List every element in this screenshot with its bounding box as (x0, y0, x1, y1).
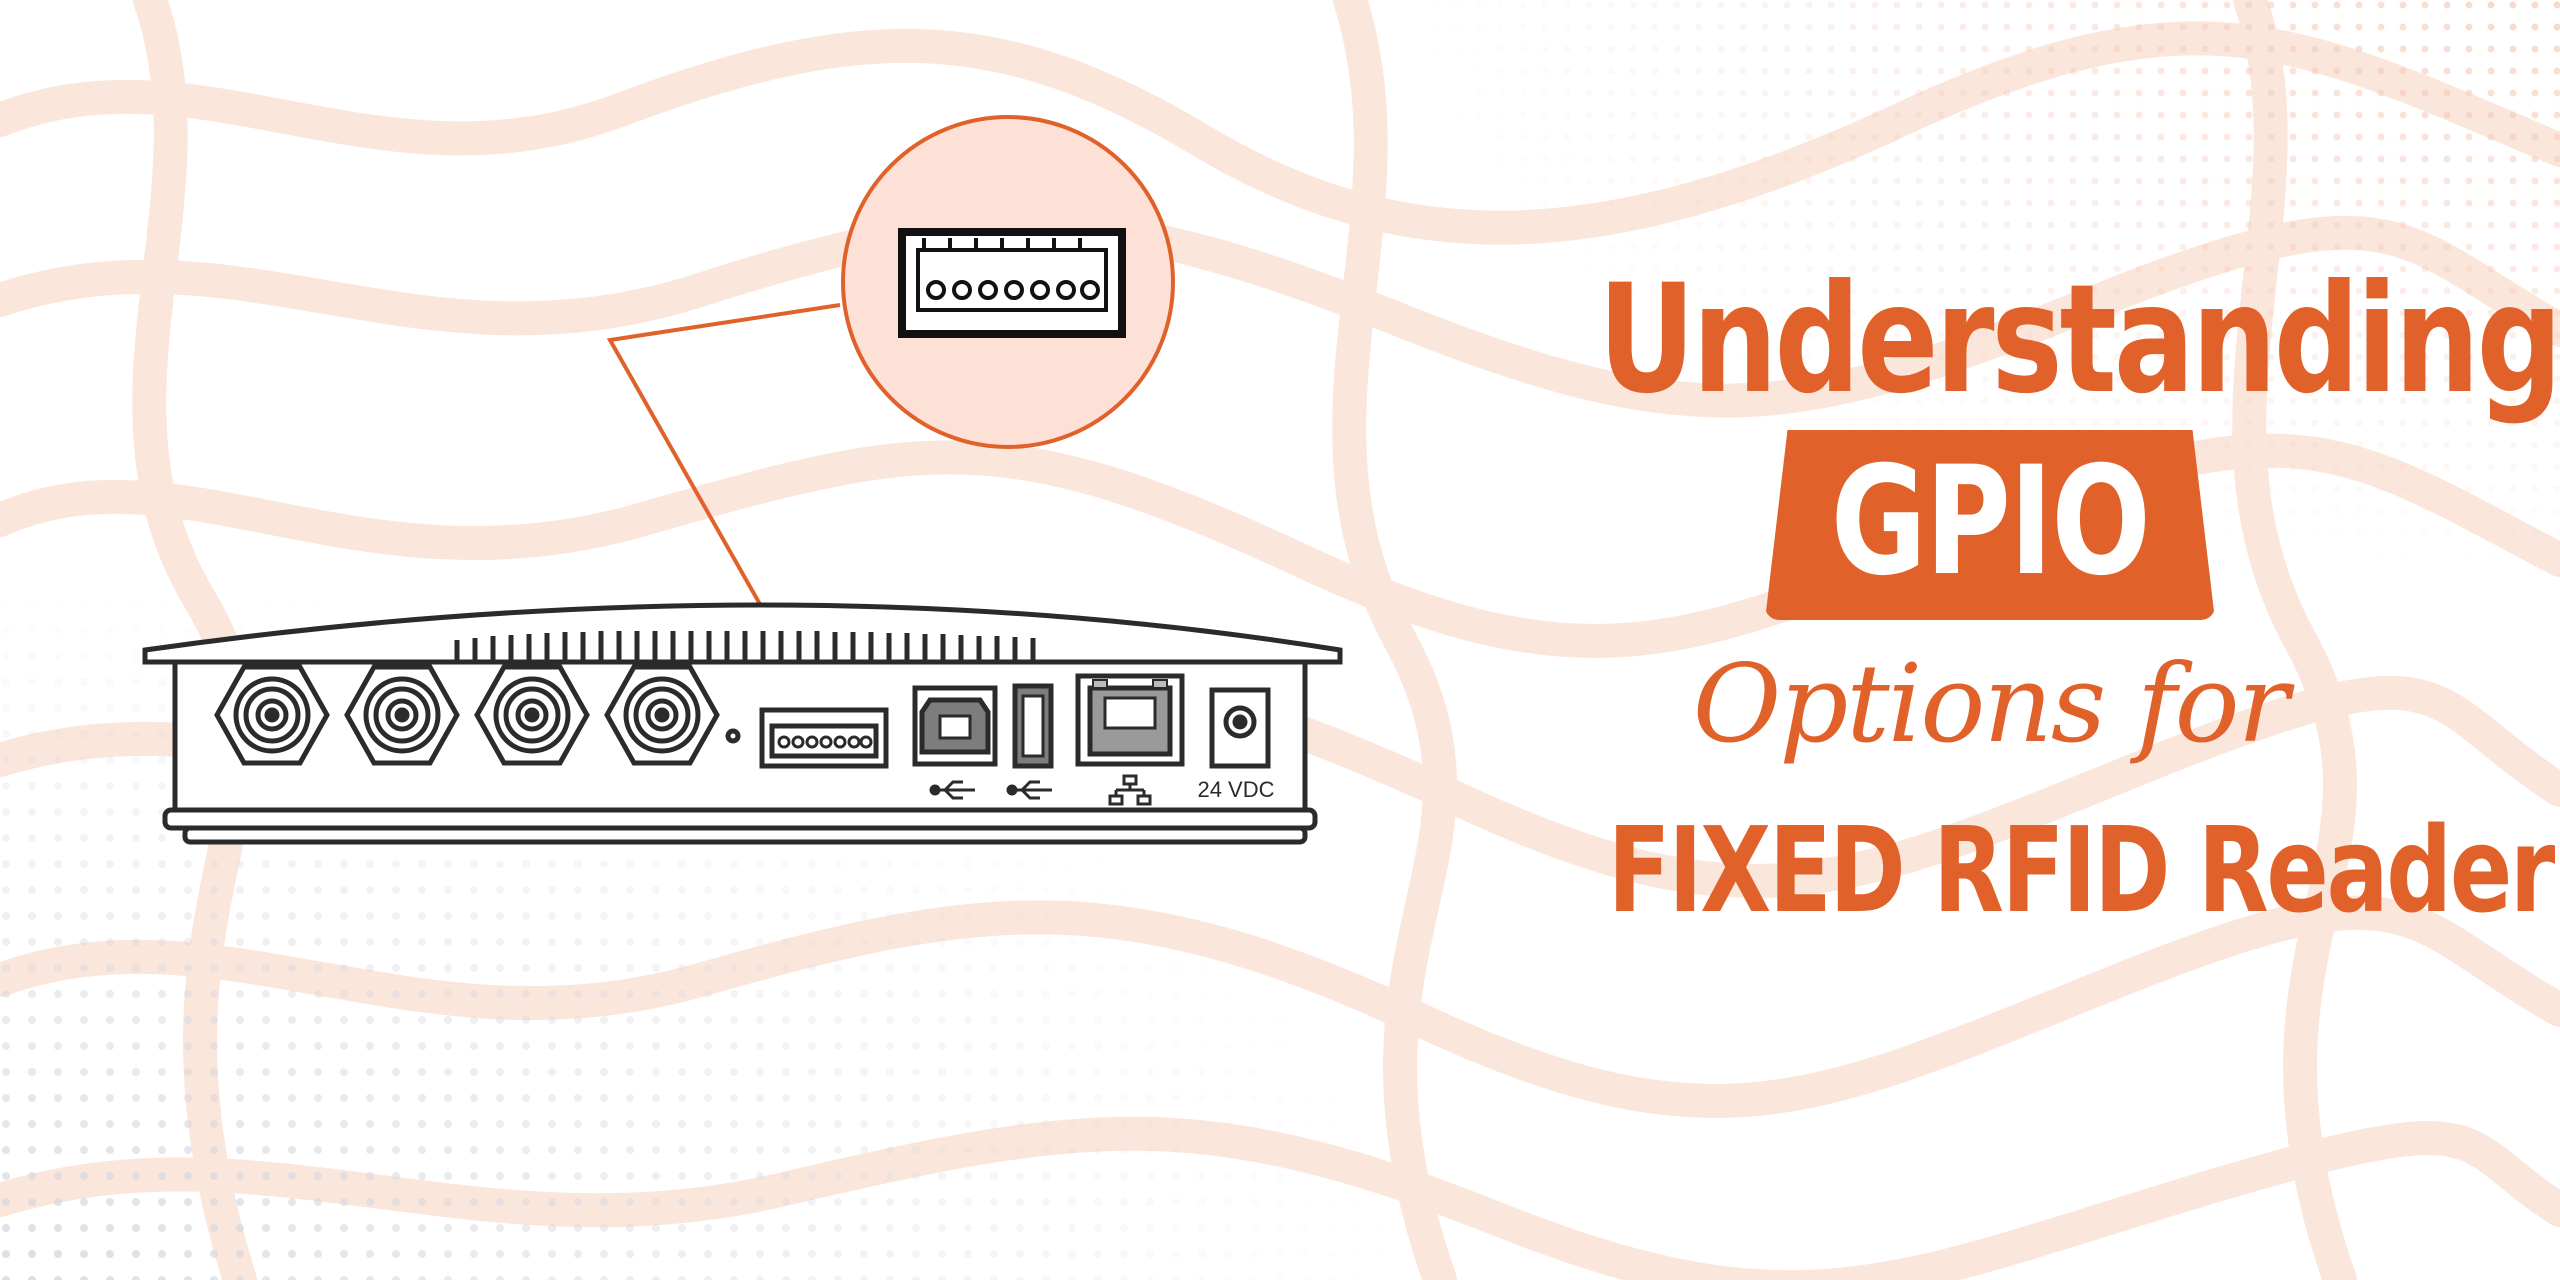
ethernet-port (1075, 673, 1185, 767)
headline-options-for: Options for (1692, 642, 2290, 767)
headline-fixed-rfid-reader: FIXED RFID Reader (1607, 801, 2556, 939)
gpio-badge-shape (1765, 430, 2215, 620)
headline-block: Understanding GPIO Options for FIXED RFI… (1500, 253, 2560, 940)
gpio-connector (759, 707, 889, 769)
power-jack (1209, 687, 1271, 769)
callout-line (606, 303, 841, 711)
usb-icon (929, 780, 975, 800)
power-label: 24 VDC (1197, 777, 1274, 802)
headline-understanding: Understanding (1598, 253, 2560, 427)
usb-a-port (1012, 683, 1054, 769)
gpio-badge-text: GPIO (1830, 435, 2151, 609)
network-icon (1108, 774, 1152, 806)
gpio-badge: GPIO (1500, 430, 2480, 630)
gpio-zoom-circle (841, 115, 1175, 449)
antenna-ports (214, 664, 741, 766)
usb-b-port (912, 685, 998, 767)
vent-grille (454, 631, 1036, 664)
usb-icon (1006, 780, 1052, 800)
